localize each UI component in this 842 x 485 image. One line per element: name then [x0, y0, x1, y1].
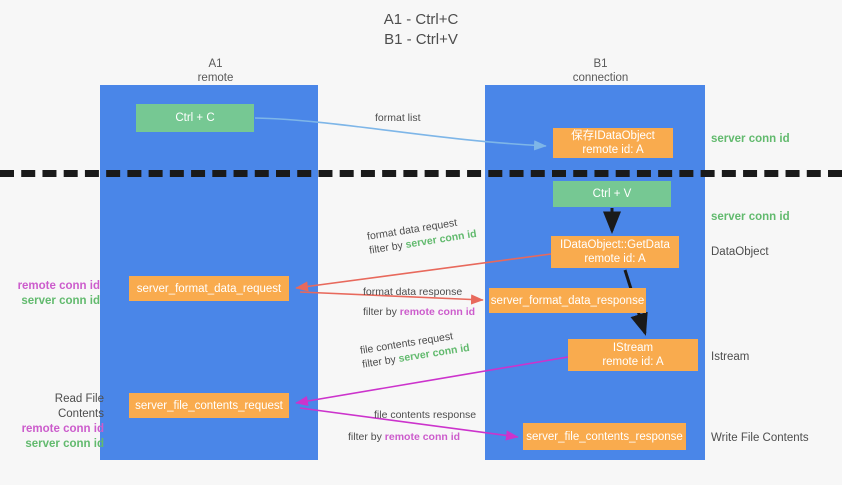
caption-format-list: format list: [375, 111, 421, 125]
phase-divider: [0, 170, 842, 177]
node-ctrl-v-label: Ctrl + V: [592, 188, 632, 200]
label-server-conn-id-second: server conn id: [711, 211, 790, 223]
lane-a1-role: remote: [197, 72, 234, 84]
lane-header-a1: A1 remote: [113, 57, 318, 85]
node-ctrl-c-label: Ctrl + C: [175, 112, 215, 124]
filter-prefix: filter by: [348, 431, 385, 443]
node-istream[interactable]: IStream remote id: A: [568, 339, 698, 371]
title-line-1: A1 - Ctrl+C: [383, 11, 459, 28]
title-line-2: B1 - Ctrl+V: [384, 31, 458, 48]
caption-file-contents-response-line1: file contents response: [374, 409, 477, 421]
node-getdata-label: IDataObject::GetData: [560, 239, 670, 251]
node-getdata-sub: remote id: A: [584, 253, 646, 265]
label-group-conn-ids-upper: remote conn id server conn id: [8, 279, 100, 309]
lane-b1-name: B1: [593, 58, 608, 70]
caption-format-list-text: format list: [375, 112, 421, 124]
caption-format-data-request: format data request filter by server con…: [366, 213, 478, 258]
caption-file-contents-response: file contents response filter by remote …: [348, 408, 477, 444]
label-remote-conn-id-2: remote conn id: [21, 423, 104, 435]
node-idataobject-sub: remote id: A: [582, 144, 644, 156]
node-idataobject[interactable]: 保存IDataObject remote id: A: [553, 128, 673, 158]
lane-b1-role: connection: [572, 72, 629, 84]
node-istream-label: IStream: [612, 342, 654, 354]
node-server-file-contents-request-label: server_file_contents_request: [135, 399, 283, 412]
label-write-file-contents: Write File Contents: [711, 432, 809, 444]
node-server-format-data-request-label: server_format_data_request: [136, 282, 282, 295]
node-server-format-data-response-label: server_format_data_response: [490, 294, 645, 307]
label-server-conn-id-top: server conn id: [711, 133, 790, 145]
caption-format-data-response-line1: format data response: [363, 286, 463, 298]
lane-a1-name: A1: [208, 58, 223, 70]
node-server-format-data-response[interactable]: server_format_data_response: [489, 288, 646, 313]
node-server-file-contents-response[interactable]: server_file_contents_response: [523, 423, 686, 450]
node-istream-sub: remote id: A: [602, 356, 664, 368]
filter-value-remote-conn-id: remote conn id: [399, 306, 476, 318]
caption-format-data-response-filter: filter by remote conn id: [363, 305, 475, 319]
label-server-conn-id-1: server conn id: [21, 295, 100, 307]
caption-file-contents-request: file contents request filter by server c…: [359, 327, 471, 372]
label-server-conn-id-2: server conn id: [25, 438, 104, 450]
lane-header-b1: B1 connection: [498, 57, 703, 85]
caption-format-data-response: format data response filter by remote co…: [363, 285, 475, 319]
label-istream: Istream: [711, 351, 750, 363]
node-idataobject-label: 保存IDataObject: [571, 130, 655, 142]
node-server-format-data-request[interactable]: server_format_data_request: [129, 276, 289, 301]
label-dataobject: DataObject: [711, 246, 769, 258]
label-read-file-contents: Read File Contents: [54, 393, 104, 420]
node-server-file-contents-response-label: server_file_contents_response: [526, 430, 683, 443]
node-ctrl-v[interactable]: Ctrl + V: [553, 181, 671, 207]
page-title: A1 - Ctrl+C B1 - Ctrl+V: [0, 10, 842, 50]
node-server-file-contents-request[interactable]: server_file_contents_request: [129, 393, 289, 418]
label-remote-conn-id-1: remote conn id: [17, 280, 100, 292]
filter-prefix: filter by: [363, 306, 400, 318]
caption-file-contents-response-filter: filter by remote conn id: [348, 430, 476, 444]
label-group-read-file-contents: Read File Contents remote conn id server…: [8, 392, 104, 452]
node-ctrl-c[interactable]: Ctrl + C: [136, 104, 254, 132]
filter-value-remote-conn-id: remote conn id: [384, 431, 461, 443]
node-getdata[interactable]: IDataObject::GetData remote id: A: [551, 236, 679, 268]
